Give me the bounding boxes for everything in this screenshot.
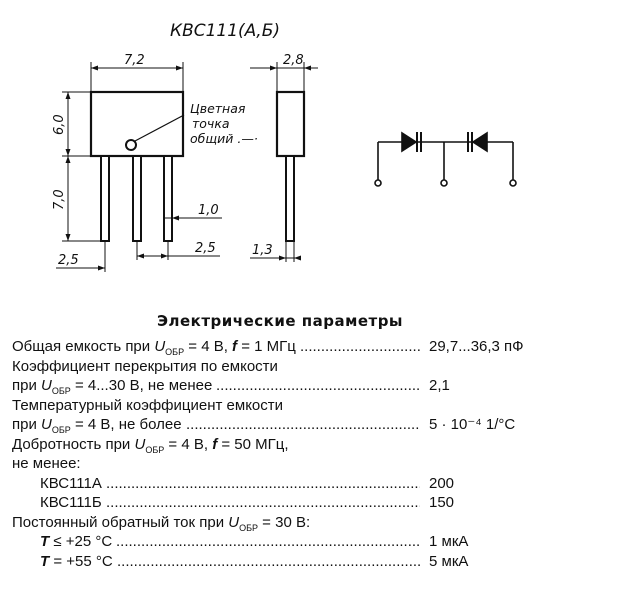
svg-text:2,8: 2,8 — [283, 53, 304, 68]
param-label: при UОБР = 4 В, не более — [12, 416, 182, 435]
svg-text:7,2: 7,2 — [124, 53, 145, 68]
dim-lead-width: 1,0 — [164, 203, 222, 221]
param-label: Общая емкость при UОБР = 4 В, f = 1 МГц — [12, 338, 296, 357]
param-row: Температурный коэффициент емкости — [12, 396, 602, 416]
param-value: 1 мкА — [429, 533, 469, 550]
svg-text:Цветная: Цветная — [190, 101, 246, 116]
param-label: КВС111Б — [40, 494, 102, 511]
section-heading: Электрические параметры — [156, 312, 403, 330]
svg-text:6,0: 6,0 — [52, 114, 67, 135]
schematic-symbol — [374, 131, 517, 187]
param-label: при UОБР = 4...30 В, не менее — [12, 377, 213, 396]
svg-text:7,0: 7,0 — [52, 189, 67, 210]
param-row: Общая емкость при UОБР = 4 В, f = 1 МГц 2… — [12, 337, 602, 357]
param-value: 29,7...36,3 пФ — [429, 338, 524, 355]
param-label: Температурный коэффициент емкости — [12, 396, 284, 414]
param-value: 200 — [429, 474, 455, 492]
param-value: 5 мкА — [429, 552, 469, 570]
param-row: не менее: — [12, 454, 602, 474]
dot-leader: ........................................… — [186, 416, 420, 433]
param-row: Коэффициент перекрытия по емкости — [12, 357, 602, 377]
color-dot-note: Цветная точка общий .—· — [190, 101, 258, 146]
param-row: Добротность при UОБР = 4 В, f = 50 МГц, — [12, 435, 602, 455]
leader-line — [134, 114, 185, 142]
param-row: КВС111Б 150..............................… — [12, 493, 602, 513]
svg-text:общий .—·: общий .—· — [190, 131, 258, 146]
param-row: T ≤ +25 °С 1 мкА.........................… — [12, 532, 602, 552]
param-row: при UОБР = 4...30 В, не менее 2,1........… — [12, 376, 602, 396]
svg-text:1,0: 1,0 — [198, 203, 219, 218]
param-row: Постоянный обратный ток при UОБР = 30 В: — [12, 513, 602, 533]
dim-side-lead: 1,3 — [250, 241, 301, 262]
dot-leader: ........................................… — [106, 494, 420, 511]
device-title: КВС111(А,Б) — [170, 21, 280, 41]
color-dot-icon — [125, 139, 137, 151]
dim-lead-pitch: 2,5 — [136, 241, 220, 260]
dot-leader: ........................................… — [117, 552, 420, 570]
param-value: 5 · 10⁻⁴ 1/°С — [429, 416, 516, 433]
param-row: КВС111А 200..............................… — [12, 474, 602, 494]
dim-body-width: 7,2 — [90, 53, 184, 92]
param-label: Постоянный обратный ток при UОБР = 30 В: — [12, 513, 311, 533]
svg-text:точка: точка — [192, 116, 230, 131]
parameters-list: Общая емкость при UОБР = 4 В, f = 1 МГц 2… — [12, 337, 602, 571]
param-row: T = +55 °С 5 мкА.........................… — [12, 552, 602, 572]
dim-lead-length: 7,0 — [52, 156, 101, 242]
dot-leader: ........................................… — [116, 533, 420, 550]
param-value: 150 — [429, 494, 455, 511]
param-row: при UОБР = 4 В, не более 5 · 10⁻⁴ 1/°С...… — [12, 415, 602, 435]
dot-leader: ........................................… — [106, 474, 420, 492]
dot-leader: ........................................… — [300, 338, 420, 355]
dim-body-height: 6,0 — [52, 91, 91, 157]
param-label: Коэффициент перекрытия по емкости — [12, 357, 278, 375]
dim-side-thickness: 2,8 — [250, 53, 318, 92]
param-label: T = +55 °С — [40, 552, 113, 570]
package-body-front — [89, 90, 185, 158]
param-label: Добротность при UОБР = 4 В, f = 50 МГц, — [12, 435, 289, 455]
side-lead — [285, 155, 295, 242]
param-label: не менее: — [12, 455, 81, 472]
svg-text:2,5: 2,5 — [58, 253, 79, 268]
front-leads — [100, 155, 173, 242]
dim-lead-offset: 2,5 — [56, 241, 106, 272]
svg-text:2,5: 2,5 — [195, 241, 216, 256]
dot-leader: ........................................… — [216, 377, 420, 394]
param-value: 2,1 — [429, 377, 450, 394]
param-label: T ≤ +25 °С — [40, 533, 113, 550]
svg-text:1,3: 1,3 — [252, 243, 273, 258]
package-body-side — [275, 90, 306, 158]
param-label: КВС111А — [40, 474, 102, 492]
package-drawing: КВС111(А,Б) 7,2 6,0 7,0 2,5 — [52, 21, 517, 272]
